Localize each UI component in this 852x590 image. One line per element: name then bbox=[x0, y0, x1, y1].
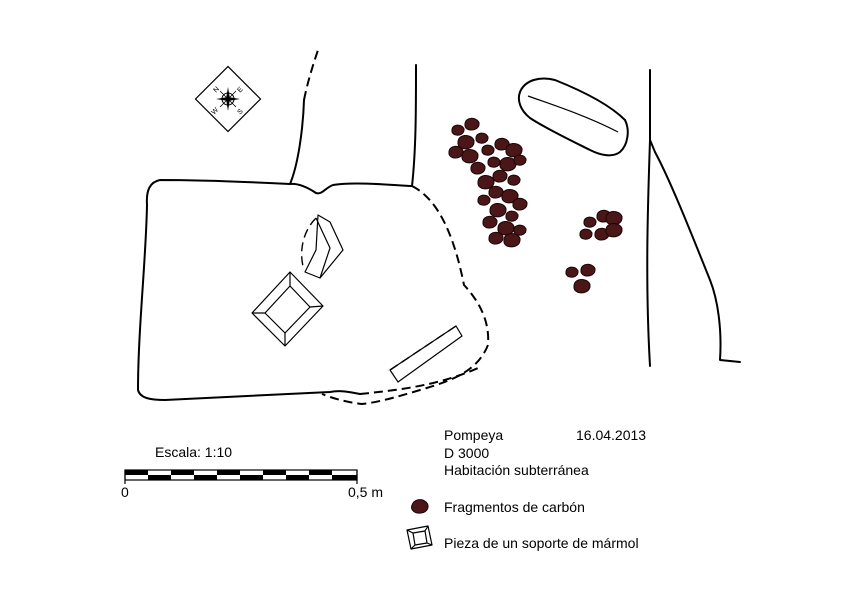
charcoal-fragment bbox=[448, 145, 464, 159]
charcoal-fragment bbox=[579, 228, 593, 240]
compass-rose: N E S W bbox=[194, 65, 262, 133]
charcoal-fragment bbox=[513, 154, 527, 166]
dashed-slab bbox=[389, 325, 463, 383]
charcoal-fragments bbox=[448, 117, 623, 294]
charcoal-fragment bbox=[489, 203, 507, 218]
charcoal-fragment bbox=[482, 215, 498, 229]
survey-date: 16.04.2013 bbox=[576, 427, 646, 443]
wall-far-right bbox=[649, 69, 741, 363]
marble-support-square bbox=[251, 271, 324, 347]
wall-far-right-inner bbox=[646, 139, 651, 367]
charcoal-fragment bbox=[451, 124, 465, 136]
charcoal-fragment bbox=[477, 194, 491, 206]
compass-east: E bbox=[236, 86, 244, 94]
site-name: Pompeya bbox=[444, 427, 503, 443]
legend-coal-label: Fragmentos de carbón bbox=[444, 499, 585, 515]
charcoal-fragment bbox=[503, 233, 521, 248]
scale-label: Escala: 1:10 bbox=[155, 444, 232, 460]
charcoal-fragment bbox=[499, 157, 517, 172]
charcoal-fragment bbox=[605, 223, 623, 238]
scale-start: 0 bbox=[121, 484, 129, 500]
charcoal-fragment bbox=[457, 135, 475, 150]
charcoal-fragment bbox=[488, 185, 504, 199]
scale-bar bbox=[124, 469, 358, 484]
charcoal-fragment bbox=[507, 174, 521, 186]
wall-left-solid bbox=[289, 99, 305, 185]
compass-west: W bbox=[210, 106, 220, 116]
charcoal-fragment bbox=[605, 211, 623, 226]
charcoal-fragment bbox=[470, 161, 486, 175]
charcoal-fragment bbox=[481, 144, 495, 156]
scale-end: 0,5 m bbox=[348, 484, 383, 500]
charcoal-fragment bbox=[464, 117, 480, 131]
compass-north: N bbox=[212, 86, 221, 95]
legend-marble-label: Pieza de un soporte de mármol bbox=[444, 535, 639, 551]
charcoal-fragment bbox=[565, 266, 579, 278]
charcoal-fragment bbox=[475, 132, 489, 144]
legend-coal-icon bbox=[411, 499, 429, 514]
wall-left-dashed bbox=[303, 49, 319, 101]
room-name: Habitación subterránea bbox=[444, 462, 589, 478]
charcoal-fragment bbox=[492, 169, 508, 183]
marble-block bbox=[300, 214, 344, 279]
legend-marble-icon bbox=[406, 525, 433, 550]
charcoal-fragment bbox=[488, 231, 504, 245]
compass-south: S bbox=[236, 108, 244, 116]
charcoal-fragment bbox=[505, 210, 519, 222]
charcoal-fragment bbox=[583, 216, 597, 228]
room-dashed-lower bbox=[359, 367, 479, 395]
stone-block bbox=[517, 77, 629, 157]
wall-right-solid bbox=[411, 64, 417, 187]
unit-code: D 3000 bbox=[444, 445, 489, 461]
charcoal-fragment bbox=[512, 197, 528, 211]
charcoal-fragment bbox=[513, 224, 527, 236]
charcoal-fragment bbox=[487, 156, 501, 168]
charcoal-fragment bbox=[580, 263, 596, 277]
charcoal-fragment bbox=[573, 279, 591, 294]
charcoal-fragment bbox=[461, 149, 479, 164]
room-dashed-boundary bbox=[321, 185, 490, 406]
room-outline bbox=[137, 179, 413, 401]
